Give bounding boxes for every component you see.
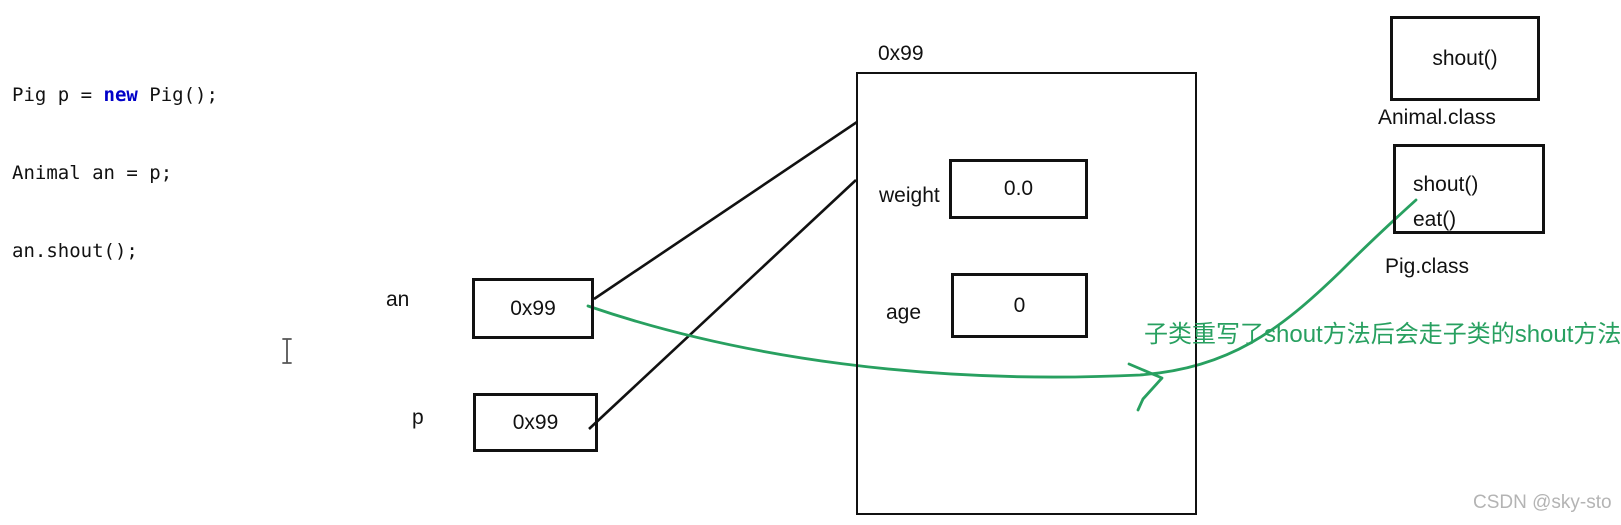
p-ref-label: p [412,406,424,429]
an-to-heap-line [593,120,858,301]
code-line1-pre: Pig p = [12,84,104,106]
age-field-box: 0 [951,273,1088,338]
pig-shout-method: shout() [1413,173,1479,196]
code-line-3: an.shout(); [12,240,138,262]
age-field-value: 0 [1013,293,1026,317]
weight-field-value: 0.0 [1003,177,1034,200]
an-ref-box: 0x99 [472,278,594,339]
heap-object-box [856,72,1197,515]
pig-class-label: Pig.class [1385,255,1470,278]
age-field-label: age [886,301,922,324]
p-ref-value: 0x99 [512,410,559,434]
text-cursor-icon [282,338,292,364]
code-line1-post: Pig(); [137,84,218,106]
animal-shout-method: shout() [1432,46,1498,70]
green-annotation-curve [586,198,1418,379]
weight-field-label: weight [879,184,940,207]
p-to-heap-line [588,179,857,430]
heap-address-label: 0x99 [878,42,924,65]
an-ref-value: 0x99 [510,296,556,320]
green-arrowhead-icon [1127,362,1164,412]
keyword-new: new [103,84,138,106]
code-snippet: Pig p = new Pig(); Animal an = p; an.sho… [12,30,218,316]
code-line-2: Animal an = p; [12,162,173,184]
override-annotation-text: 子类重写了shout方法后会走子类的shout方法 [1144,321,1621,348]
p-ref-box: 0x99 [473,393,598,452]
animal-class-box: shout() [1390,16,1540,101]
weight-field-box: 0.0 [949,159,1088,219]
csdn-watermark: CSDN @sky-sto [1473,492,1612,513]
code-line-1: Pig p = new Pig(); [12,82,218,108]
pig-eat-method: eat() [1413,208,1457,231]
pig-class-box: shout() eat() [1393,144,1545,234]
an-ref-label: an [386,288,410,311]
animal-class-label: Animal.class [1378,106,1496,129]
